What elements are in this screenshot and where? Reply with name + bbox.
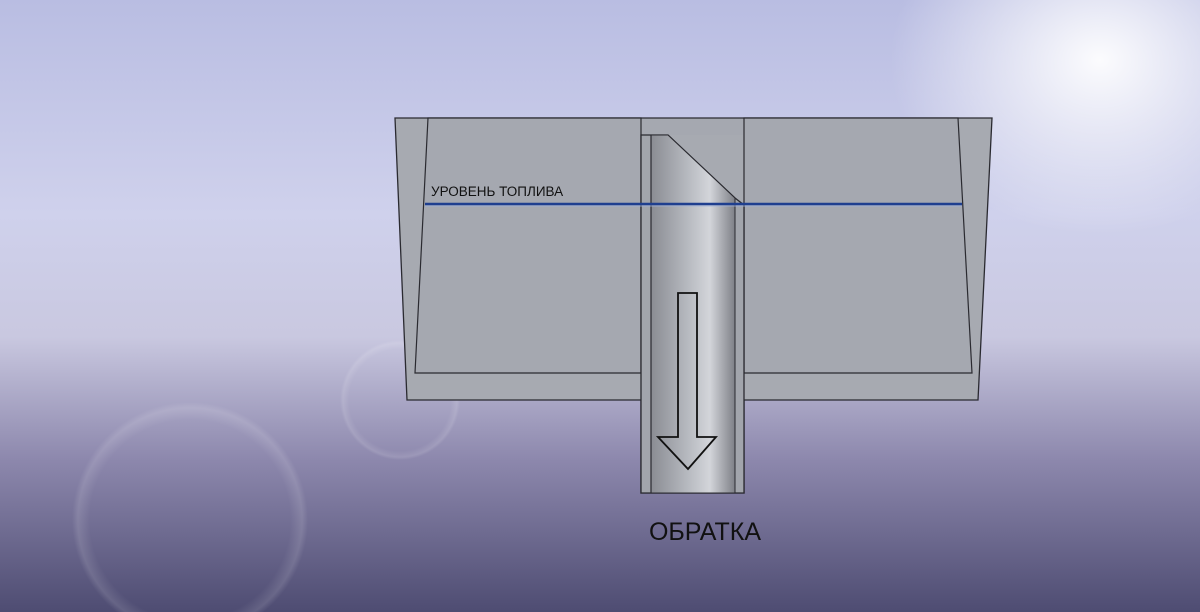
return-pipe <box>650 134 736 494</box>
lens-flare <box>72 402 308 612</box>
tank-top-fill <box>642 119 743 135</box>
return-line-label: ОБРАТКА <box>649 518 761 546</box>
tank-cavity-right <box>743 117 973 374</box>
flow-arrow-down-icon <box>655 292 718 471</box>
tank-cavity-left <box>414 117 642 374</box>
fuel-level-label: УРОВЕНЬ ТОПЛИВА <box>431 184 563 199</box>
